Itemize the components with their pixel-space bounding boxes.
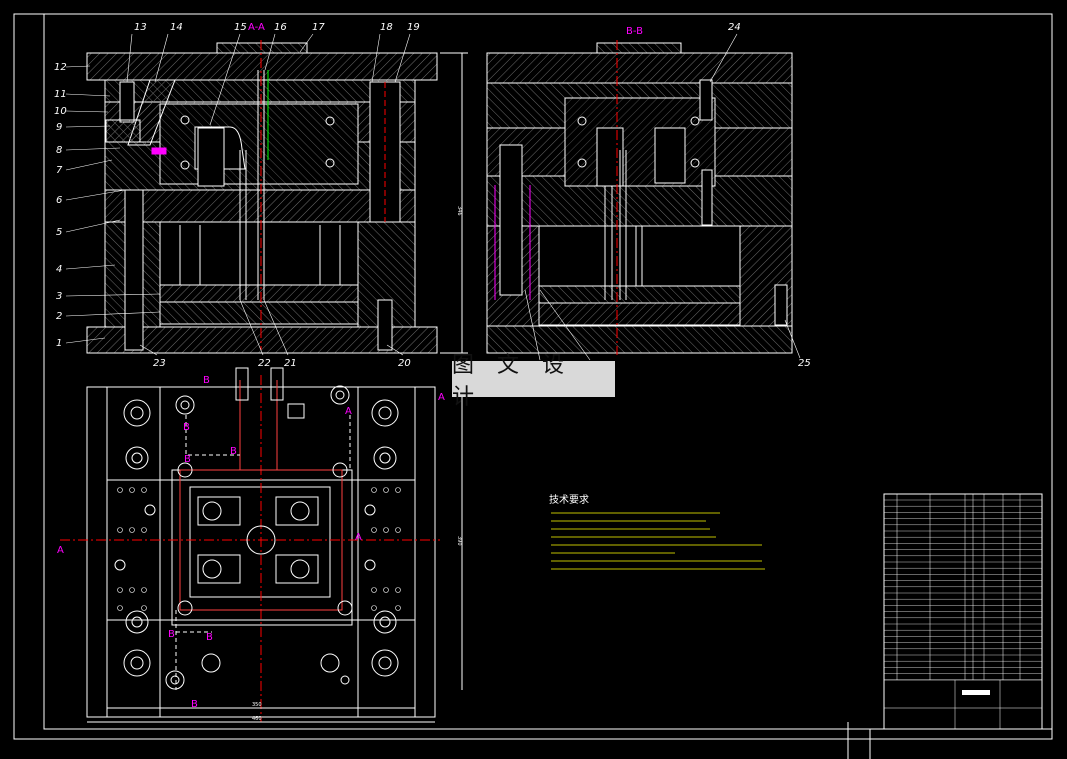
tech-title: 技术要求 bbox=[549, 493, 589, 506]
view-mark-a-right: A bbox=[438, 392, 445, 403]
part-label-10: 10 bbox=[54, 106, 67, 117]
view-mark-b-1: B bbox=[183, 422, 190, 433]
part-label-9: 9 bbox=[56, 122, 62, 133]
part-label-23: 23 bbox=[153, 358, 166, 369]
part-label-6: 6 bbox=[56, 195, 62, 206]
view-mark-b-3: B bbox=[184, 454, 191, 465]
view-mark-b-4: B bbox=[168, 629, 175, 640]
part-label-21: 21 bbox=[284, 358, 297, 369]
section-bb-view bbox=[486, 40, 793, 355]
dim-346: 346 bbox=[456, 206, 462, 216]
plan-view: 350 460 390 A A A A B B B B B B B bbox=[57, 367, 463, 723]
part-labels-aa bbox=[65, 33, 411, 356]
part-label-2: 2 bbox=[56, 311, 62, 322]
view-mark-b-bottom: B bbox=[191, 699, 198, 710]
watermark: 图 文 设 计 bbox=[452, 353, 615, 410]
dim-460: 460 bbox=[252, 716, 262, 722]
technical-requirements: 技术要求 bbox=[549, 493, 765, 570]
dim-390: 390 bbox=[456, 536, 462, 546]
part-label-13: 13 bbox=[134, 22, 147, 33]
view-mark-a-left: A bbox=[57, 545, 64, 556]
view-mark-b-2: B bbox=[230, 446, 237, 457]
part-label-19: 19 bbox=[407, 22, 420, 33]
part-label-22: 22 bbox=[258, 358, 271, 369]
part-label-25: 25 bbox=[798, 358, 811, 369]
part-label-12: 12 bbox=[54, 62, 67, 73]
part-numbers-aa: 1 2 3 4 5 6 7 8 9 10 11 12 13 14 15 16 1… bbox=[54, 22, 420, 369]
view-mark-b-5: B bbox=[206, 632, 213, 643]
dim-350: 350 bbox=[252, 702, 262, 708]
view-mark-a-mid1: A bbox=[345, 406, 352, 417]
part-label-16: 16 bbox=[274, 22, 287, 33]
section-aa-title: A-A bbox=[248, 22, 265, 33]
part-label-5: 5 bbox=[56, 227, 62, 238]
inner-border bbox=[43, 13, 1053, 730]
view-mark-b-top: B bbox=[203, 375, 210, 386]
part-label-14: 14 bbox=[170, 22, 183, 33]
part-label-11: 11 bbox=[54, 89, 67, 100]
section-aa-view: 346 bbox=[86, 40, 468, 354]
part-label-20: 20 bbox=[398, 358, 411, 369]
view-mark-a-mid2: A bbox=[355, 532, 362, 543]
part-label-24: 24 bbox=[728, 22, 741, 33]
part-label-18: 18 bbox=[380, 22, 393, 33]
section-bb-title: B-B bbox=[626, 26, 643, 37]
part-label-7: 7 bbox=[56, 165, 63, 176]
part-label-15: 15 bbox=[234, 22, 247, 33]
part-label-17: 17 bbox=[312, 22, 325, 33]
part-label-1: 1 bbox=[56, 338, 62, 349]
part-label-4: 4 bbox=[56, 264, 62, 275]
bill-of-materials bbox=[883, 493, 1043, 730]
part-label-3: 3 bbox=[56, 291, 62, 302]
part-label-8: 8 bbox=[56, 145, 62, 156]
